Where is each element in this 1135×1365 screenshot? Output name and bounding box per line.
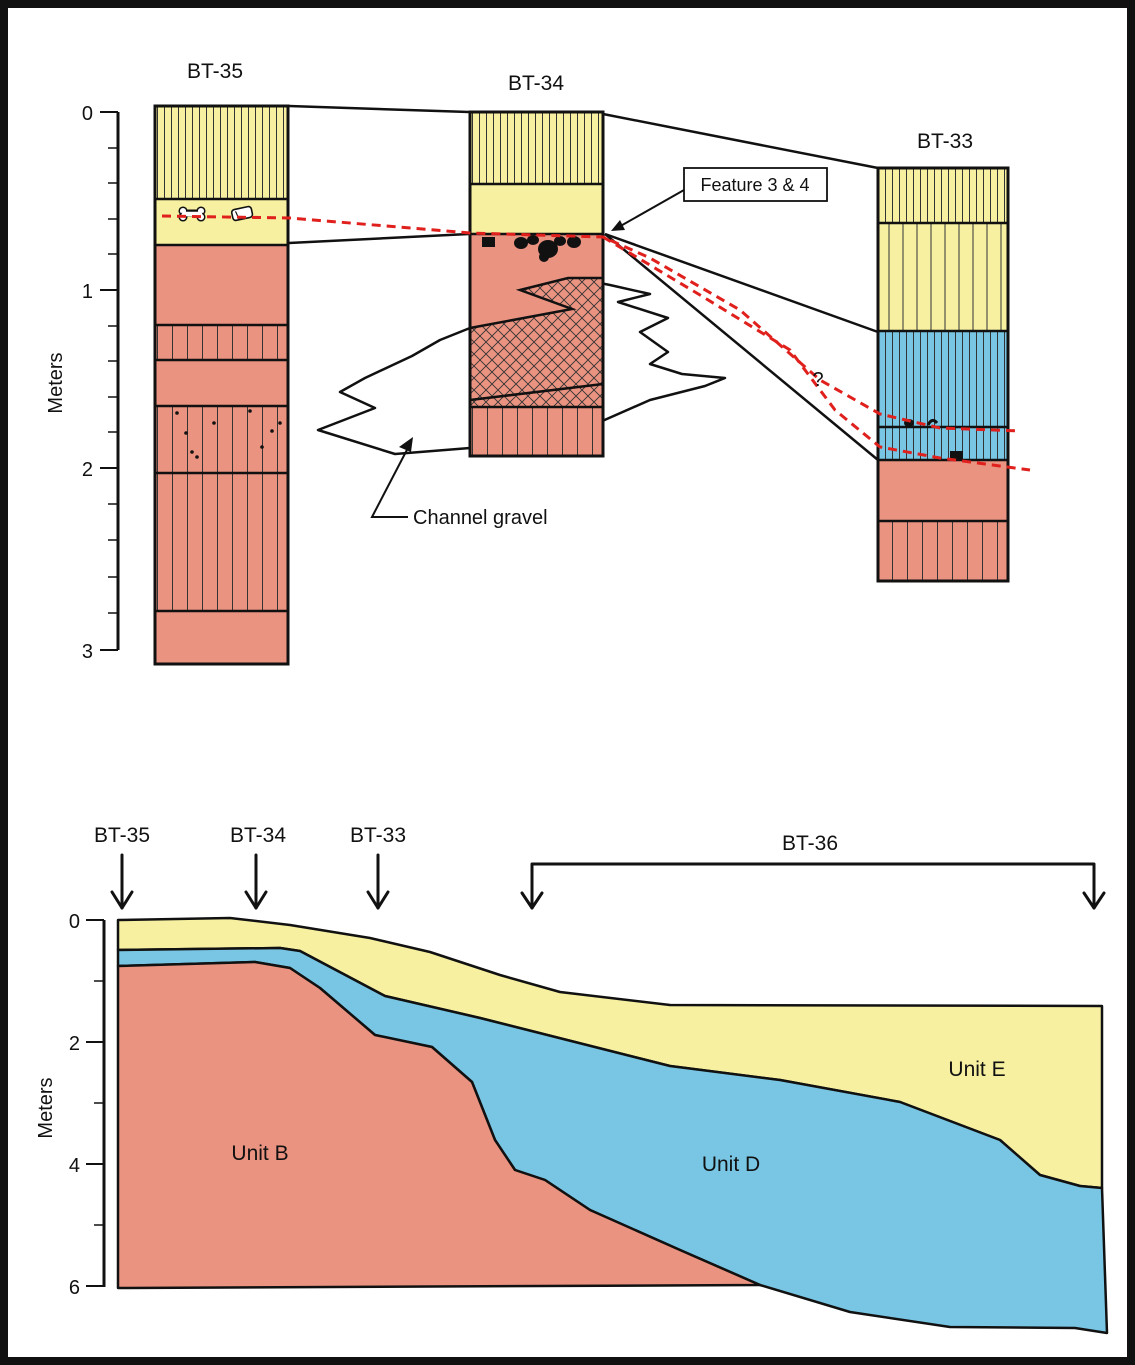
down-arrow-icon xyxy=(244,853,268,910)
top-tick-3: 3 xyxy=(82,641,93,663)
bt34-column xyxy=(468,110,605,458)
marker-bt33-label: BT-33 xyxy=(350,824,406,847)
question-mark: ? xyxy=(812,369,823,391)
bottom-tick-2: 2 xyxy=(69,1033,80,1055)
down-arrow-icon xyxy=(366,853,390,910)
bottom-panel: 0 2 4 6 Meters Unit B Unit D Unit E BT-3… xyxy=(35,824,1109,1335)
bt34-column-title: BT-34 xyxy=(508,72,564,95)
bottom-tick-4: 4 xyxy=(69,1155,80,1177)
bt35-column xyxy=(153,104,290,666)
marker-bt34-label: BT-34 xyxy=(230,824,286,847)
marker-bt36-label: BT-36 xyxy=(782,832,838,855)
top-depth-axis: 0 1 2 3 Meters xyxy=(45,103,120,663)
top-tick-0: 0 xyxy=(82,103,93,125)
marker-bt35-label: BT-35 xyxy=(94,824,150,847)
feature-label-text: Feature 3 & 4 xyxy=(700,175,809,195)
correlation-lines xyxy=(288,104,879,461)
bottom-tick-6: 6 xyxy=(69,1277,80,1299)
top-panel: 0 1 2 3 Meters BT-35 BT-34 BT-33 xyxy=(45,60,1031,666)
feature-label: Feature 3 & 4 xyxy=(611,167,828,231)
top-tick-2: 2 xyxy=(82,459,93,481)
bt36-bracket xyxy=(520,862,1106,910)
charcoal-flecks xyxy=(175,409,282,459)
feature-rocks xyxy=(482,235,581,262)
unit-e-label: Unit E xyxy=(948,1058,1005,1081)
top-tick-1: 1 xyxy=(82,281,93,303)
channel-gravel-text: Channel gravel xyxy=(413,507,548,529)
contact-dashed-lines xyxy=(161,214,1031,472)
unit-b-area xyxy=(116,960,762,1290)
channel-gravel-label: Channel gravel xyxy=(370,437,548,529)
bt33-column xyxy=(876,166,1010,583)
bottom-axis-label: Meters xyxy=(35,1077,57,1138)
bottom-depth-axis: 0 2 4 6 Meters xyxy=(35,911,106,1299)
top-axis-label: Meters xyxy=(45,352,67,413)
bottom-tick-0: 0 xyxy=(69,911,80,933)
unit-d-label: Unit D xyxy=(702,1153,760,1176)
down-arrow-icon xyxy=(110,853,134,910)
artifact-icon xyxy=(230,205,254,222)
unit-b-label: Unit B xyxy=(231,1142,288,1165)
bt35-column-title: BT-35 xyxy=(187,60,243,83)
trench-markers: BT-35 BT-34 BT-33 BT-36 xyxy=(94,824,1106,910)
bt33-column-title: BT-33 xyxy=(917,130,973,153)
